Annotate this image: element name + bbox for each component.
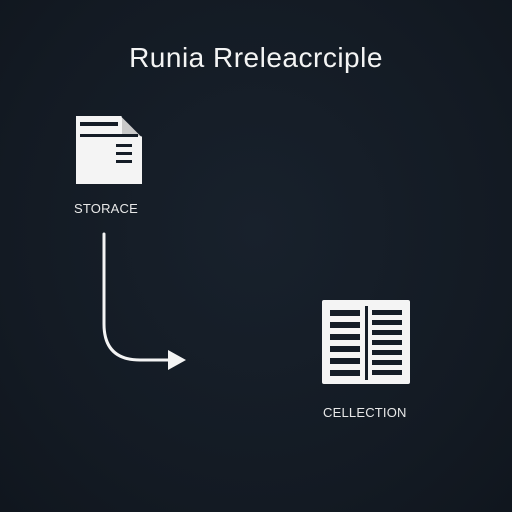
arrowhead-icon (168, 350, 186, 370)
table-icon (322, 300, 410, 384)
connector-arrow (102, 232, 186, 370)
document-icon (76, 115, 143, 184)
storage-label: STORACE (74, 201, 139, 216)
diagram-title: Runia Rreleacrciple (129, 42, 383, 73)
collection-label: CELLECTION (323, 405, 407, 420)
